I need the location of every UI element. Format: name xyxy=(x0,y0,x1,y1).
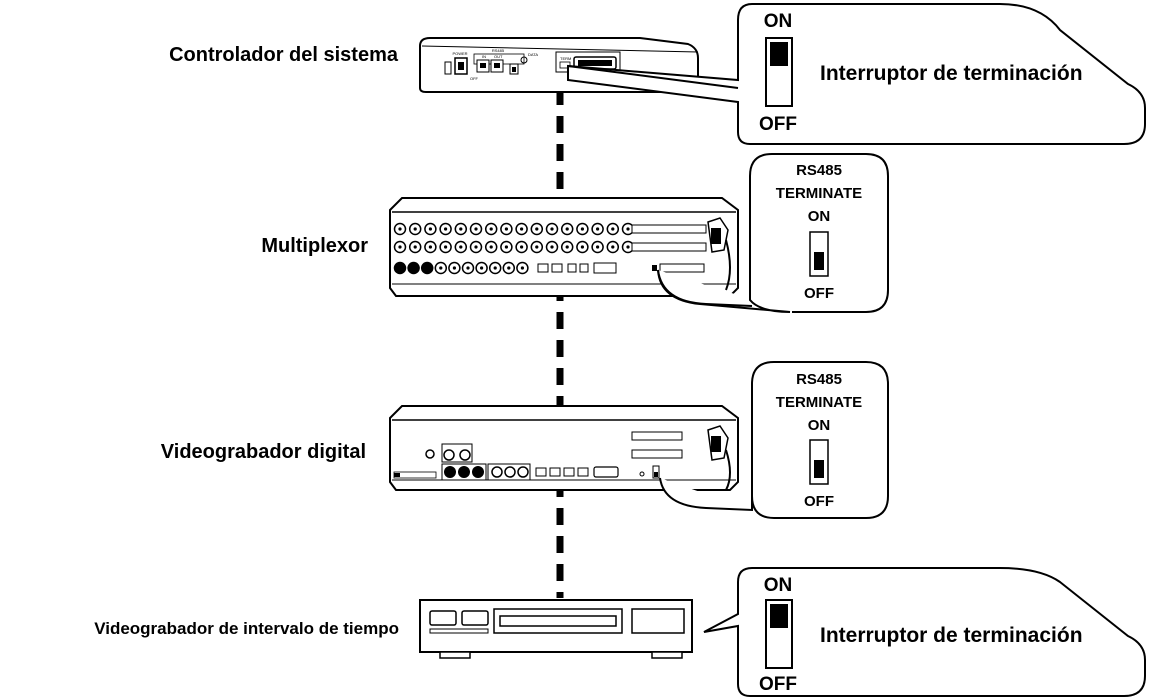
rs485-mark: RS485 xyxy=(492,48,505,53)
multiplexer-termination-callout: RS485 TERMINATE ON OFF xyxy=(657,153,889,313)
out-mark: OUT xyxy=(494,54,503,59)
power-mark: POWER xyxy=(452,51,467,56)
mux-bnc-row-2 xyxy=(393,240,635,254)
controller-switch-on-label: ON xyxy=(764,11,793,32)
term-mark: TERM xyxy=(560,56,571,61)
time-lapse-vcr-device xyxy=(419,599,693,659)
dvr-switch-line2: TERMINATE xyxy=(776,394,862,411)
bnc-connector xyxy=(393,261,407,275)
multiplexer-switch-off-label: OFF xyxy=(804,285,834,302)
vcr-label: Videograbador de intervalo de tiempo xyxy=(94,619,399,638)
in-mark: IN xyxy=(482,54,486,59)
controller-termination-callout: ON OFF Interruptor de terminación xyxy=(567,3,1146,145)
vcr-termination-callout: ON OFF Interruptor de terminación xyxy=(703,567,1146,697)
vcr-switch-title: Interruptor de terminación xyxy=(820,624,1083,647)
dvr-switch-on-label: ON xyxy=(808,417,831,434)
dvr-switch-line1: RS485 xyxy=(796,371,842,388)
dvr-switch-off-label: OFF xyxy=(804,493,834,510)
vcr-switch-off-label: OFF xyxy=(759,674,797,695)
digital-video-recorder-device xyxy=(389,405,739,491)
bnc-connector xyxy=(420,261,434,275)
bnc-connector xyxy=(407,261,420,275)
multiplexer-label: Multiplexor xyxy=(261,235,368,257)
multiplexer-switch-line2: TERMINATE xyxy=(776,185,862,202)
mux-bnc-row-1 xyxy=(393,222,635,236)
off-mark: OFF xyxy=(470,76,479,81)
controller-label: Controlador del sistema xyxy=(169,44,399,66)
multiplexer-device xyxy=(389,197,739,297)
dvr-termination-callout: RS485 TERMINATE ON OFF xyxy=(659,361,889,519)
dvr-label: Videograbador digital xyxy=(161,441,366,463)
vcr-switch-on-label: ON xyxy=(764,575,793,596)
mux-bnc-row-3 xyxy=(393,261,617,275)
multiplexer-switch-on-label: ON xyxy=(808,208,831,225)
controller-switch-title: Interruptor de terminación xyxy=(820,62,1083,85)
multiplexer-switch-line1: RS485 xyxy=(796,162,842,179)
data-mark: DATA xyxy=(528,52,538,57)
controller-switch-off-label: OFF xyxy=(759,114,797,135)
